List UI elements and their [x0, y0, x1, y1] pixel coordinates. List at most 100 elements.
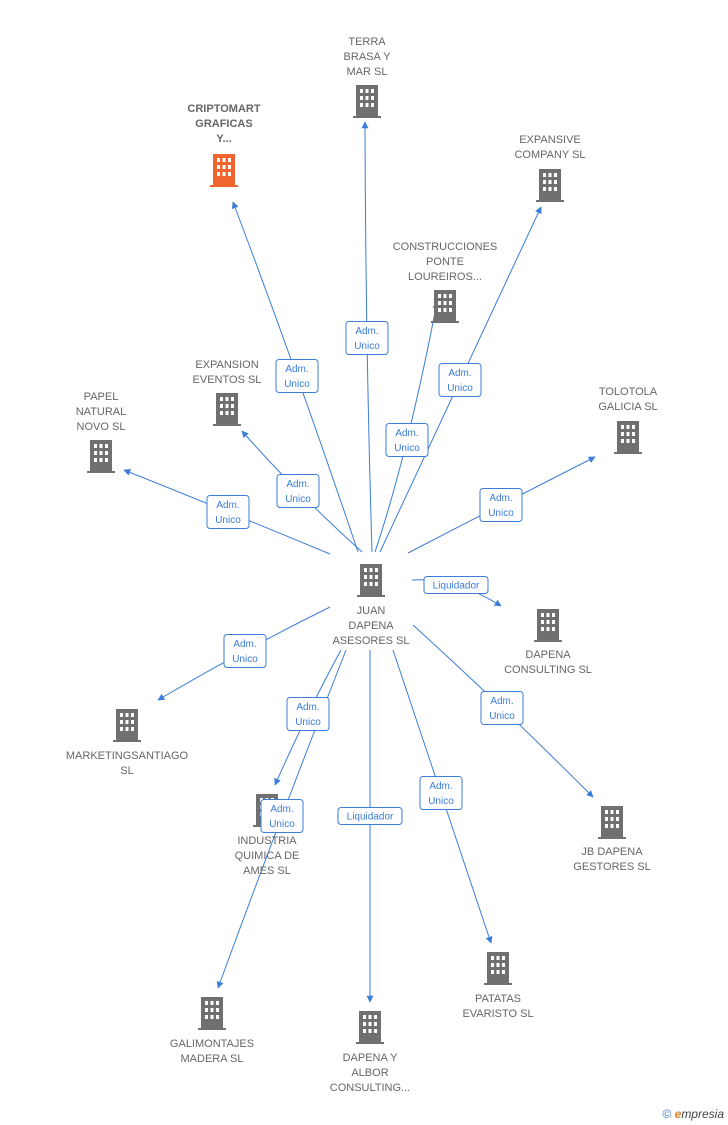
node-label-papel[interactable]: NATURAL [76, 406, 127, 418]
building-icon[interactable] [357, 564, 385, 597]
edge-label-box[interactable] [423, 576, 489, 594]
node-juan[interactable]: JUAN DAPENA ASESORES SL [332, 564, 410, 647]
node-label-terra[interactable]: TERRA [348, 36, 386, 48]
node-label-marketing[interactable]: SL [120, 765, 133, 777]
edge-label-box[interactable] [260, 799, 304, 833]
node-patatas[interactable]: PATATAS EVARISTO SL [462, 952, 534, 1020]
copyright-symbol: © [662, 1107, 672, 1121]
edge-label-box[interactable] [479, 488, 523, 522]
node-label-criptomart[interactable]: CRIPTOMART [187, 103, 260, 115]
node-label-criptomart[interactable]: Y... [216, 133, 231, 145]
edge-label-terra[interactable]: Adm.Unico [345, 321, 389, 355]
edge-label-box[interactable] [276, 474, 320, 508]
node-label-papel[interactable]: PAPEL [84, 391, 119, 403]
edge-label-expansive[interactable]: Adm.Unico [438, 363, 482, 397]
node-label-jb[interactable]: GESTORES SL [573, 861, 650, 873]
edge-label-box[interactable] [206, 495, 250, 529]
node-industria[interactable]: INDUSTRIA QUIMICA DE AMES SL [235, 794, 300, 877]
edge-label-text: Liquidador [347, 812, 394, 823]
edge-label-expansion[interactable]: Adm.Unico [276, 474, 320, 508]
edge-label-box[interactable] [345, 321, 389, 355]
node-jb[interactable]: JB DAPENA GESTORES SL [573, 806, 651, 873]
node-construcciones[interactable]: CONSTRUCCIONES PONTE LOUREIROS... [393, 241, 498, 323]
node-label-papel[interactable]: NOVO SL [77, 421, 126, 433]
node-label-tolotola[interactable]: GALICIA SL [598, 401, 657, 413]
edge-label-box[interactable] [419, 776, 463, 810]
node-label-juan[interactable]: ASESORES SL [332, 635, 409, 647]
node-tolotola[interactable]: TOLOTOLA GALICIA SL [598, 386, 658, 454]
edge-label-box[interactable] [275, 359, 319, 393]
building-icon[interactable] [113, 709, 141, 742]
node-marketing[interactable]: MARKETINGSANTIAGO SL [66, 709, 189, 777]
edge-label-box[interactable] [438, 363, 482, 397]
node-criptomart[interactable]: CRIPTOMART GRAFICAS Y... [187, 103, 261, 187]
building-icon[interactable] [210, 154, 238, 187]
building-icon[interactable] [614, 421, 642, 454]
edge-label-box[interactable] [223, 634, 267, 668]
building-icon[interactable] [536, 169, 564, 202]
edge-label-patatas[interactable]: Adm.Unico [419, 776, 463, 810]
node-label-jb[interactable]: JB DAPENA [581, 846, 643, 858]
node-label-dapena_albor[interactable]: ALBOR [351, 1067, 388, 1079]
edge-label-jb[interactable]: Adm.Unico [480, 691, 524, 725]
edge-label-construcciones[interactable]: Adm.Unico [385, 423, 429, 457]
building-icon[interactable] [534, 609, 562, 642]
node-expansive[interactable]: EXPANSIVE COMPANY SL [514, 134, 586, 202]
brand-initial: e [674, 1107, 682, 1121]
edge-label-dapena_albor[interactable]: Liquidador [337, 807, 403, 825]
node-dapena_albor[interactable]: DAPENA Y ALBOR CONSULTING... [330, 1011, 410, 1094]
node-galimontajes[interactable]: GALIMONTAJES MADERA SL [170, 997, 254, 1065]
node-papel[interactable]: PAPEL NATURAL NOVO SL [76, 391, 127, 473]
building-icon[interactable] [213, 393, 241, 426]
building-icon[interactable] [356, 1011, 384, 1044]
node-label-terra[interactable]: MAR SL [347, 66, 388, 78]
footer-brand[interactable]: © empresia [662, 1107, 724, 1121]
edge-label-marketing[interactable]: Adm.Unico [223, 634, 267, 668]
node-label-juan[interactable]: DAPENA [348, 620, 394, 632]
edge-label-industria[interactable]: Adm.Unico [286, 697, 330, 731]
edge-label-box[interactable] [385, 423, 429, 457]
node-label-expansion[interactable]: EXPANSION [195, 359, 258, 371]
node-label-juan[interactable]: JUAN [357, 605, 386, 617]
node-label-patatas[interactable]: EVARISTO SL [462, 1008, 533, 1020]
building-icon[interactable] [353, 85, 381, 118]
edge-label-criptomart[interactable]: Adm.Unico [275, 359, 319, 393]
node-label-construcciones[interactable]: CONSTRUCCIONES [393, 241, 498, 253]
building-icon[interactable] [598, 806, 626, 839]
node-label-patatas[interactable]: PATATAS [475, 993, 521, 1005]
node-label-tolotola[interactable]: TOLOTOLA [599, 386, 658, 398]
node-label-terra[interactable]: BRASA Y [344, 51, 392, 63]
building-icon[interactable] [198, 997, 226, 1030]
node-label-industria[interactable]: AMES SL [243, 865, 291, 877]
building-icon[interactable] [87, 440, 115, 473]
node-label-dapena_albor[interactable]: CONSULTING... [330, 1082, 410, 1094]
node-label-dapena_consulting[interactable]: CONSULTING SL [504, 664, 592, 676]
node-label-expansive[interactable]: EXPANSIVE [519, 134, 581, 146]
node-label-galimontajes[interactable]: MADERA SL [181, 1053, 244, 1065]
node-label-galimontajes[interactable]: GALIMONTAJES [170, 1038, 254, 1050]
node-label-dapena_albor[interactable]: DAPENA Y [343, 1052, 398, 1064]
node-expansion[interactable]: EXPANSION EVENTOS SL [193, 359, 262, 426]
node-label-dapena_consulting[interactable]: DAPENA [525, 649, 571, 661]
node-label-industria[interactable]: INDUSTRIA [237, 835, 297, 847]
edge-label-tolotola[interactable]: Adm.Unico [479, 488, 523, 522]
node-label-expansion[interactable]: EVENTOS SL [193, 374, 262, 386]
edge-label-box[interactable] [286, 697, 330, 731]
node-label-industria[interactable]: QUIMICA DE [235, 850, 300, 862]
edge-label-box[interactable] [337, 807, 403, 825]
node-label-criptomart[interactable]: GRAFICAS [195, 118, 252, 130]
edge-label-galimontajes[interactable]: Adm.Unico [260, 799, 304, 833]
node-label-marketing[interactable]: MARKETINGSANTIAGO [66, 750, 189, 762]
node-label-construcciones[interactable]: PONTE [426, 256, 464, 268]
edge-label-dapena_consulting[interactable]: Liquidador [423, 576, 489, 594]
building-icon[interactable] [431, 290, 459, 323]
node-label-construcciones[interactable]: LOUREIROS... [408, 271, 482, 283]
edge-label-text: Unico [232, 654, 258, 665]
edge-label-box[interactable] [480, 691, 524, 725]
node-dapena_consulting[interactable]: DAPENA CONSULTING SL [504, 609, 592, 676]
building-icon[interactable] [484, 952, 512, 985]
edge-label-papel[interactable]: Adm.Unico [206, 495, 250, 529]
node-label-expansive[interactable]: COMPANY SL [514, 149, 585, 161]
node-terra[interactable]: TERRA BRASA Y MAR SL [344, 36, 392, 118]
